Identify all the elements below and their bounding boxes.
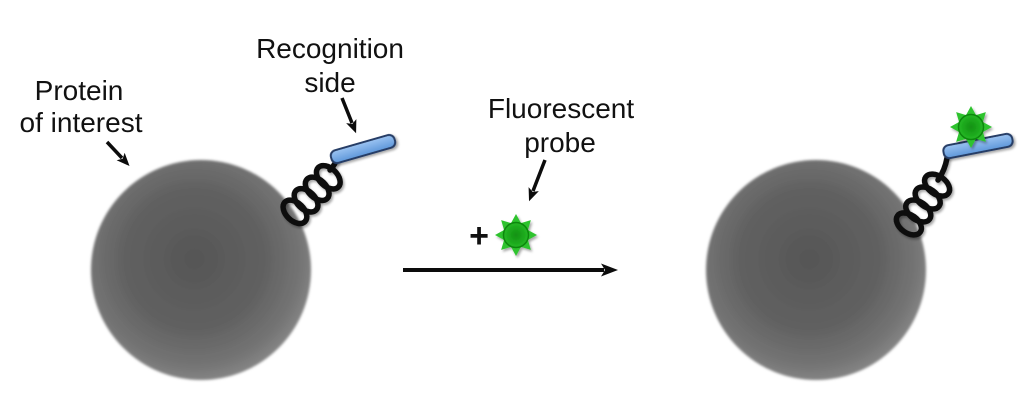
protein-complex-right bbox=[706, 105, 1014, 380]
linker-coil-icon bbox=[279, 154, 345, 228]
annotation-arrow-probe bbox=[528, 159, 547, 202]
fluorescent-label-line1: Fluorescent bbox=[488, 93, 635, 124]
annotation-arrow-protein bbox=[105, 140, 130, 167]
protein-complex-left bbox=[91, 133, 397, 380]
fluorescent-label-line2: probe bbox=[524, 127, 596, 158]
recognition-tag-icon bbox=[942, 132, 1014, 160]
recognition-label-line1: Recognition bbox=[256, 33, 404, 64]
fluorescent-probe-icon bbox=[494, 213, 538, 257]
protein-label-line2: of interest bbox=[20, 107, 143, 138]
linker-coil-icon bbox=[892, 155, 953, 239]
protein-sphere-icon bbox=[91, 160, 311, 380]
recognition-label-line2: side bbox=[304, 67, 355, 98]
recognition-tag-icon bbox=[329, 133, 397, 165]
protein-label-line1: Protein bbox=[35, 75, 124, 106]
fluorescent-probe-icon bbox=[949, 105, 993, 149]
protein-sphere-icon bbox=[706, 160, 926, 380]
plus-sign: + bbox=[469, 217, 489, 255]
annotation-arrow-recognition bbox=[340, 97, 357, 134]
